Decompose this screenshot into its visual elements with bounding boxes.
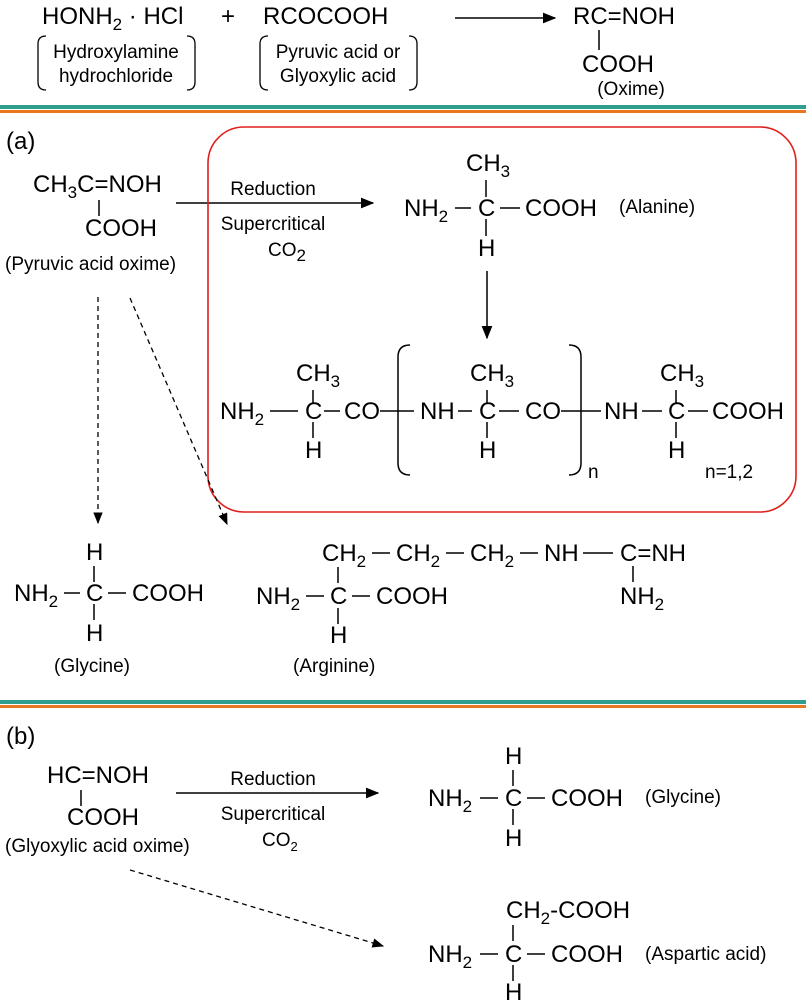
svg-text:CH2: CH2 [470,540,514,571]
svg-text:CH3: CH3 [470,360,514,391]
divider-bottom-band [0,700,806,704]
svg-text:C: C [478,195,495,222]
svg-text:C: C [505,785,522,812]
svg-text:H: H [505,825,522,852]
svg-text:NH2: NH2 [428,941,472,972]
svg-text:H: H [86,620,103,647]
svg-text:COOH: COOH [376,583,448,610]
alanine-peptide-structure: CH3 NH2 C CO H CH3 NH C CO H CH3 [220,344,784,476]
svg-text:COOH: COOH [525,195,597,222]
arginine-name: (Arginine) [293,656,375,677]
svg-text:NH2: NH2 [428,785,472,816]
alanine-structure: CH3 NH2 C COOH H [404,150,597,262]
svg-text:CH2: CH2 [322,540,366,571]
svg-text:C: C [505,941,522,968]
svg-text:CH3: CH3 [466,150,510,181]
pyruvic-oxime-cooh: COOH [85,215,157,242]
svg-text:NH2: NH2 [14,580,58,611]
svg-text:CO: CO [525,398,561,425]
glycine-structure-a: H NH2 C COOH H [14,539,204,647]
peptide-n-range: n=1,2 [705,462,753,483]
divider-top-band [0,105,806,109]
pyruvic-oxime-formula: CH3C=NOH [33,171,162,202]
svg-text:C: C [305,398,322,425]
glycine-structure-b: H NH2 C COOH H [428,743,623,852]
keto-acid-name-line2: Glyoxylic acid [280,66,396,87]
alanine-products-box [207,126,797,513]
svg-text:CH2: CH2 [396,540,440,571]
svg-text:H: H [330,622,347,649]
panel-b: (b) HC=NOH COOH (Glyoxylic acid oxime) R… [5,723,766,1000]
svg-text:C: C [86,580,103,607]
svg-text:H: H [478,235,495,262]
divider-top-band-orange [0,110,806,113]
glycine-name-b: (Glycine) [645,787,721,808]
svg-text:C: C [668,398,685,425]
supercritical-label-a: Supercritical [221,214,326,235]
oxime-cooh: COOH [582,51,654,78]
svg-text:H: H [86,539,103,566]
reduction-label-b: Reduction [230,769,316,790]
svg-text:H: H [505,743,522,770]
svg-text:C: C [479,398,496,425]
svg-text:COOH: COOH [712,398,784,425]
alanine-name: (Alanine) [619,197,695,218]
panel-a-label: (a) [6,128,35,155]
divider-bottom-band-orange [0,705,806,708]
svg-text:CH3: CH3 [296,360,340,391]
oxime-name: (Oxime) [597,79,665,100]
keto-acid-name-line1: Pyruvic acid or [276,42,401,63]
svg-text:H: H [305,437,322,464]
aspartic-acid-name: (Aspartic acid) [645,944,766,965]
svg-text:CO: CO [344,398,380,425]
dashed-arrow-to-aspartic [129,869,385,948]
svg-text:COOH: COOH [551,941,623,968]
svg-text:NH2: NH2 [220,398,264,429]
svg-text:COOH: COOH [132,580,204,607]
pyruvic-oxime-name: (Pyruvic acid oxime) [5,254,176,275]
plus-sign: + [221,3,235,30]
glyoxylic-oxime-name: (Glyoxylic acid oxime) [5,836,190,857]
svg-text:C: C [330,583,347,610]
svg-text:NH2: NH2 [256,583,300,614]
svg-text:CH3: CH3 [660,360,704,391]
dashed-arrow-to-arginine [129,297,228,526]
peptide-repeat-n: n [588,462,599,483]
hydroxylamine-name-line1: Hydroxylamine [53,42,179,63]
glyoxylic-oxime-cooh: COOH [67,804,139,831]
hydroxylamine-name-line2: hydrochloride [59,66,173,87]
co2-label-a: CO2 [268,240,306,265]
glycine-name-a: (Glycine) [54,656,130,677]
reduction-label-a: Reduction [230,179,316,200]
header-reaction: HONH2 · HCl + RCOCOOH Hydroxylamine hydr… [37,3,675,100]
glyoxylic-oxime-formula: HC=NOH [47,762,149,789]
co2-label-b: CO2 [262,830,298,854]
aspartic-acid-structure: CH2-COOH NH2 C COOH H [428,897,630,1000]
svg-text:COOH: COOH [551,785,623,812]
svg-text:NH2: NH2 [620,583,664,614]
svg-text:NH: NH [544,540,579,567]
panel-b-label: (b) [6,723,35,750]
oxime-formula: RC=NOH [573,3,675,30]
hydroxylamine-name-bracket: Hydroxylamine hydrochloride [37,35,196,91]
svg-text:H: H [479,437,496,464]
hydroxylamine-formula: HONH2 · HCl [42,3,183,34]
svg-text:NH2: NH2 [404,195,448,226]
svg-text:H: H [668,437,685,464]
supercritical-label-b: Supercritical [221,804,326,825]
arginine-structure: CH2 CH2 CH2 NH C=NH NH2 NH2 C COOH H [256,540,686,649]
svg-text:NH: NH [604,398,639,425]
svg-text:CH2-COOH: CH2-COOH [506,897,630,928]
keto-acid-name-bracket: Pyruvic acid or Glyoxylic acid [259,35,418,91]
panel-a: (a) CH3C=NOH COOH (Pyruvic acid oxime) R… [5,126,797,677]
svg-text:NH: NH [420,398,455,425]
svg-text:H: H [505,979,522,1000]
svg-text:C=NH: C=NH [620,540,686,567]
keto-acid-formula: RCOCOOH [263,3,388,30]
